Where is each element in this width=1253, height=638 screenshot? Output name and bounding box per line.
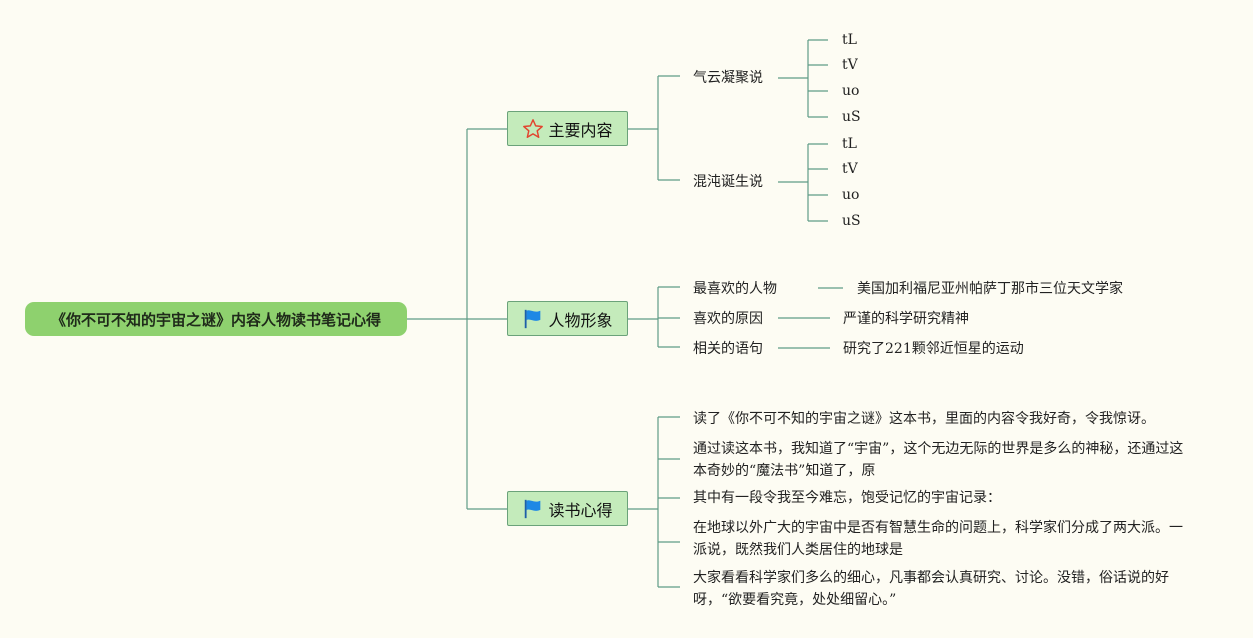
root-topic[interactable]: 《你不可不知的宇宙之谜》内容人物读书笔记心得 [25,302,407,336]
flag-icon [525,499,541,518]
branch-characters-label: 人物形象 [548,310,613,330]
branch-reading-notes[interactable]: 读书心得 [507,491,628,526]
leaf-topic1-4[interactable]: uS [842,109,861,125]
topic-cloud-condensation[interactable]: 气云凝聚说 [693,70,763,86]
leaf-topic1-2[interactable]: tV [842,57,858,73]
character-item-favorite-value[interactable]: 美国加利福尼亚州帕萨丁那市三位天文学家 [857,281,1123,297]
character-item-favorite-label[interactable]: 最喜欢的人物 [693,281,777,297]
leaf-topic2-4[interactable]: uS [842,213,861,229]
branch-main-content-label: 主要内容 [548,120,613,140]
character-item-quote-label[interactable]: 相关的语句 [693,341,763,357]
note-paragraph-3[interactable]: 其中有一段令我至今难忘，饱受记忆的宇宙记录： [693,490,1001,506]
branch-main-content[interactable]: 主要内容 [507,111,628,146]
topic-chaos-birth[interactable]: 混沌诞生说 [693,174,763,190]
branch-characters[interactable]: 人物形象 [507,301,628,336]
flag-icon [525,309,541,328]
character-item-reason-label[interactable]: 喜欢的原因 [693,311,763,327]
note-paragraph-5[interactable]: 大家看看科学家们多么的细心，凡事都会认真研究、讨论。没错，俗话说的好呀，“欲要看… [693,570,1169,608]
leaf-topic2-1[interactable]: tL [842,136,857,152]
leaf-topic2-2[interactable]: tV [842,161,858,177]
star-icon [523,118,544,138]
branch-reading-notes-label: 读书心得 [548,500,613,520]
note-paragraph-1[interactable]: 读了《你不可不知的宇宙之谜》这本书，里面的内容令我好奇，令我惊讶。 [693,411,1155,427]
leaf-topic2-3[interactable]: uo [842,187,860,203]
note-paragraph-4[interactable]: 在地球以外广大的宇宙中是否有智慧生命的问题上，科学家们分成了两大派。一派说，既然… [693,520,1183,558]
root-topic-label: 《你不可不知的宇宙之谜》内容人物读书笔记心得 [50,310,381,329]
leaf-topic1-1[interactable]: tL [842,32,857,48]
character-item-reason-value[interactable]: 严谨的科学研究精神 [843,311,969,327]
note-paragraph-2[interactable]: 通过读这本书，我知道了“宇宙”，这个无边无际的世界是多么的神秘，还通过这本奇妙的… [693,441,1184,479]
leaf-topic1-3[interactable]: uo [842,83,860,99]
character-item-quote-value[interactable]: 研究了221颗邻近恒星的运动 [843,341,1024,357]
